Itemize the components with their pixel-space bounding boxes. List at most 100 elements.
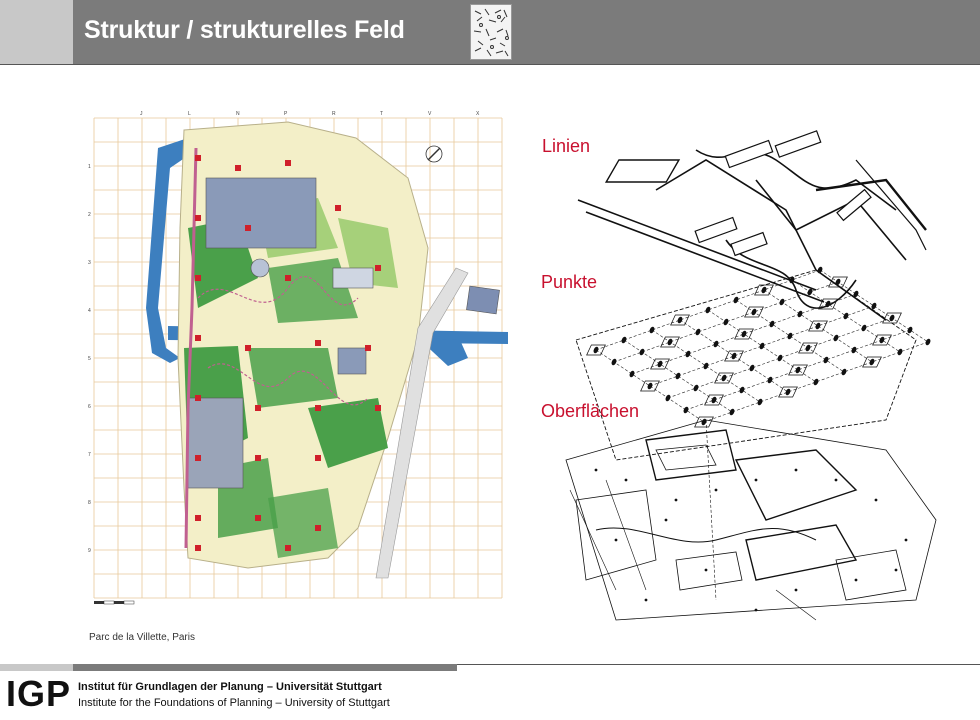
folie-marker (195, 155, 201, 161)
map-caption: Parc de la Villette, Paris (89, 632, 195, 643)
folie-point (779, 298, 785, 306)
folie-marker (245, 345, 251, 351)
folie-marker (195, 275, 201, 281)
surface-dot (674, 498, 678, 502)
layer-points (586, 266, 931, 428)
folie-pad (872, 334, 892, 346)
folie-point (841, 368, 847, 376)
institute-name-english: Institute for the Foundations of Plannin… (78, 697, 390, 709)
folie-point (825, 300, 831, 308)
folie-point (817, 266, 823, 274)
folie-point (789, 276, 795, 284)
folie-marker (195, 515, 201, 521)
header-bar (73, 0, 980, 64)
folie-point (879, 336, 885, 344)
folie-point (925, 338, 931, 346)
green-area (248, 348, 338, 408)
folie-point (797, 310, 803, 318)
folie-point (907, 326, 913, 334)
surface-dot (834, 478, 838, 482)
folie-point (741, 330, 747, 338)
surface-dot (894, 568, 898, 572)
folie-marker (365, 345, 371, 351)
folie-point (647, 382, 653, 390)
folie-point (665, 394, 671, 402)
surface-dot (874, 498, 878, 502)
map-column-label: V (428, 111, 432, 117)
folie-marker (195, 335, 201, 341)
folie-marker (315, 525, 321, 531)
folie-pad (882, 312, 902, 324)
folie-point (695, 328, 701, 336)
folie-point (757, 398, 763, 406)
footer-divider (0, 664, 980, 665)
header-accent-block (0, 0, 73, 64)
map-row-label: 2 (88, 212, 91, 218)
folie-point (629, 370, 635, 378)
boulevard-peripherique (375, 267, 469, 579)
map-row-label: 5 (88, 356, 91, 362)
layer-label-points: Punkte (541, 272, 598, 292)
footer-bar (73, 664, 457, 671)
layer-surfaces-dots (594, 468, 908, 612)
map-column-label: L (188, 111, 191, 117)
folie-point (677, 316, 683, 324)
map-row-label: 1 (88, 164, 91, 170)
folie-pad (724, 350, 744, 362)
folie-point (843, 312, 849, 320)
folie-point (777, 354, 783, 362)
folie-point (785, 388, 791, 396)
folie-pad (660, 336, 680, 348)
folie-point (871, 302, 877, 310)
folie-point (787, 332, 793, 340)
map-column-label: X (476, 111, 480, 117)
zenith (337, 347, 367, 375)
folie-point (759, 342, 765, 350)
layer-points-outline (575, 269, 917, 461)
institute-name-german: Institut für Grundlagen der Planung – Un… (78, 681, 382, 693)
folie-marker (255, 515, 261, 521)
folie-point (761, 286, 767, 294)
folie-marker (235, 165, 241, 171)
folie-point (751, 308, 757, 316)
folie-marker (245, 225, 251, 231)
folie-marker (315, 340, 321, 346)
folie-point (711, 396, 717, 404)
folie-point (749, 364, 755, 372)
folie-point (815, 322, 821, 330)
structure-thumbnail (470, 4, 512, 60)
folie-marker (315, 405, 321, 411)
folie-point (683, 406, 689, 414)
header-divider (0, 64, 980, 65)
folie-marker (375, 265, 381, 271)
folie-pad (586, 344, 606, 356)
surface-dot (754, 608, 758, 612)
geode (250, 258, 270, 278)
folie-pad (650, 358, 670, 370)
canal-basin (146, 138, 192, 363)
layer-surfaces (565, 419, 937, 621)
surface-dot (644, 598, 648, 602)
folie-point (805, 344, 811, 352)
layer-diagram (556, 120, 956, 632)
folies-grid (195, 155, 381, 551)
folie-point (639, 348, 645, 356)
folie-marker (255, 405, 261, 411)
folie-point (703, 362, 709, 370)
grande-halle (187, 397, 244, 489)
surface-dot (794, 588, 798, 592)
map-column-label: N (236, 111, 240, 117)
halle-aux-cuirs (466, 285, 500, 315)
folie-marker (285, 275, 291, 281)
surface-dot (664, 518, 668, 522)
folie-point (813, 378, 819, 386)
folie-point (649, 326, 655, 334)
folie-marker (195, 455, 201, 461)
folie-point (769, 320, 775, 328)
folie-pad (808, 320, 828, 332)
folie-marker (315, 455, 321, 461)
scale-bar (94, 600, 135, 605)
folie-marker (285, 160, 291, 166)
